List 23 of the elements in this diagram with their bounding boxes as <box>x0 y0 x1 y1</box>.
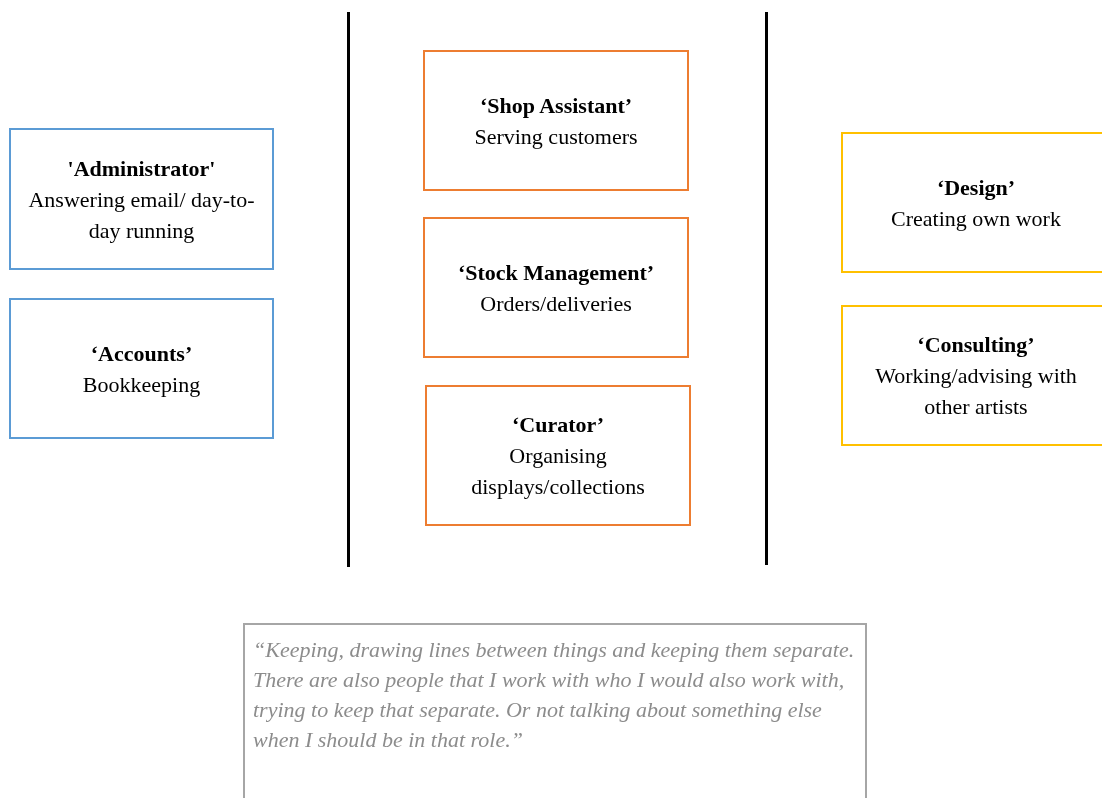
role-box <box>841 132 1102 273</box>
role-box <box>423 50 689 191</box>
role-box <box>425 385 691 526</box>
role-description: Bookkeeping <box>82 370 201 399</box>
role-title: ‘Curator’ <box>512 411 604 439</box>
role-title: ‘Shop Assistant’ <box>479 91 633 120</box>
quote-box <box>243 623 867 798</box>
quote-text: “Keeping, drawing lines between things and keeping them separate. There are also people that I work with who I would also work with, trying to keep that separate. Or not talking about something else when I should be in that role.” <box>253 636 856 754</box>
role-description: Working/advising with other artists <box>874 362 1078 421</box>
role-box <box>423 217 689 358</box>
role-box <box>9 128 274 270</box>
role-description: Orders/deliveries <box>480 289 632 318</box>
role-title: ‘Accounts’ <box>90 339 193 368</box>
role-title: ‘Design’ <box>936 173 1016 202</box>
role-description: Organising displays/collections <box>470 442 646 501</box>
role-description: Serving customers <box>474 122 638 151</box>
role-title: 'Administrator' <box>67 154 216 183</box>
role-title: ‘Consulting’ <box>917 331 1035 359</box>
role-description: Answering email/ day-to-day running <box>27 185 256 245</box>
role-description: Creating own work <box>891 204 1061 233</box>
role-box <box>841 305 1102 446</box>
role-title: ‘Stock Management’ <box>457 258 655 287</box>
role-box <box>9 298 274 439</box>
